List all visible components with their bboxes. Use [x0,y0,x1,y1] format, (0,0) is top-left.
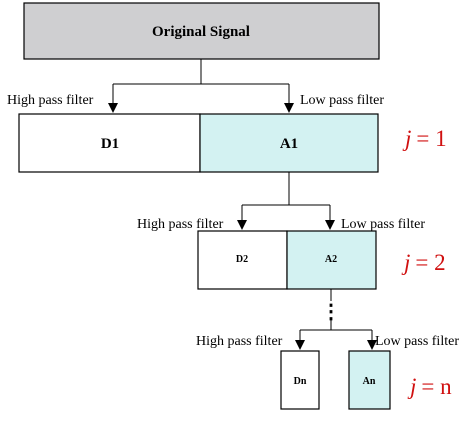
level-n-detail-label: Dn [294,376,307,387]
level-2-level-label: j= 2 [401,250,446,275]
level-1-detail-box [18,113,201,173]
original-signal-box [23,2,380,60]
level-1-detail-label: D1 [101,136,119,152]
level-n-detail-box [280,350,320,410]
level-1-level-label: j= 1 [402,126,447,151]
level-1-low-pass-label: Low pass filter [300,93,384,108]
level-2-approx-label: A2 [325,254,337,265]
level-n-approx-label: An [363,376,376,387]
original-signal-label: Original Signal [152,24,250,40]
level-2-approx-box [286,230,377,290]
level-2-high-pass-label: High pass filter [137,217,224,232]
level-n-low-pass-label: Low pass filter [375,334,459,349]
level-n-level-eq: = n [421,374,452,399]
continuation-dots: ⋮ [321,301,341,323]
level-1-level-eq: = 1 [416,126,446,151]
level-2-level-eq: = 2 [415,250,445,275]
level-2-detail-label: D2 [236,254,248,265]
level-1-approx-label: A1 [280,136,298,152]
level-n-level-label: j= n [407,374,452,399]
level-n-high-pass-label: High pass filter [196,334,283,349]
level-n-approx-box [348,350,391,410]
level-1-high-pass-label: High pass filter [7,93,94,108]
level-2-low-pass-label: Low pass filter [341,217,425,232]
level-1-approx-box [199,113,379,173]
